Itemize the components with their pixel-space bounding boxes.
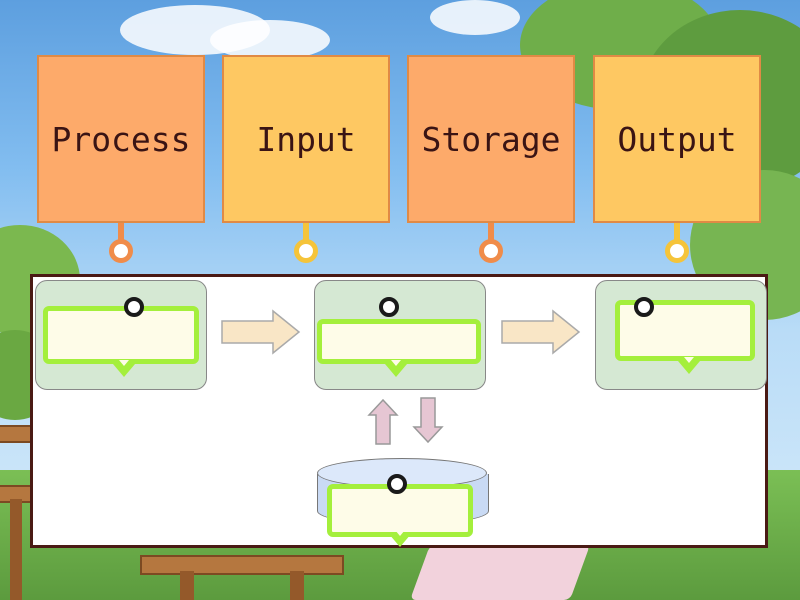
tile-process-label: Process xyxy=(51,119,191,159)
tile-storage[interactable]: Storage xyxy=(407,55,575,223)
tile-process[interactable]: Process xyxy=(37,55,205,223)
table-leg xyxy=(180,571,194,600)
picnic-blanket xyxy=(409,545,591,600)
drop-zone-pointer xyxy=(389,530,411,547)
diagram-board xyxy=(30,274,768,548)
tile-connector xyxy=(488,223,494,241)
drop-zone-pin-input[interactable] xyxy=(124,297,144,317)
tile-output-label: Output xyxy=(617,119,737,159)
tile-pin-process[interactable] xyxy=(109,239,133,263)
table-leg xyxy=(10,499,22,600)
cloud xyxy=(210,20,330,60)
drop-zone-process[interactable] xyxy=(317,319,481,364)
drop-zone-pointer xyxy=(678,357,700,374)
tile-output[interactable]: Output xyxy=(593,55,761,223)
tile-pin-input[interactable] xyxy=(294,239,318,263)
drop-zone-pin-output[interactable] xyxy=(634,297,654,317)
tile-storage-label: Storage xyxy=(421,119,561,159)
tile-input-label: Input xyxy=(256,119,356,159)
drop-zone-pointer xyxy=(385,360,407,377)
arrow-up-to-process xyxy=(367,398,399,445)
tile-input[interactable]: Input xyxy=(222,55,390,223)
drop-zone-pin-process[interactable] xyxy=(379,297,399,317)
flow-arrow-right xyxy=(501,309,581,355)
drop-zone-output[interactable] xyxy=(615,300,755,361)
drop-zone-pointer xyxy=(113,360,135,377)
drop-zone-pin-storage[interactable] xyxy=(387,474,407,494)
flow-arrow-right xyxy=(221,309,301,355)
cloud xyxy=(430,0,520,35)
drop-zone-input[interactable] xyxy=(43,306,199,364)
tile-pin-storage[interactable] xyxy=(479,239,503,263)
tile-pin-output[interactable] xyxy=(665,239,689,263)
picnic-table xyxy=(140,555,344,575)
arrow-down-to-storage xyxy=(412,397,444,444)
tile-connector xyxy=(118,223,124,241)
tile-connector xyxy=(303,223,309,241)
tile-connector xyxy=(674,223,680,241)
table-leg xyxy=(290,571,304,600)
